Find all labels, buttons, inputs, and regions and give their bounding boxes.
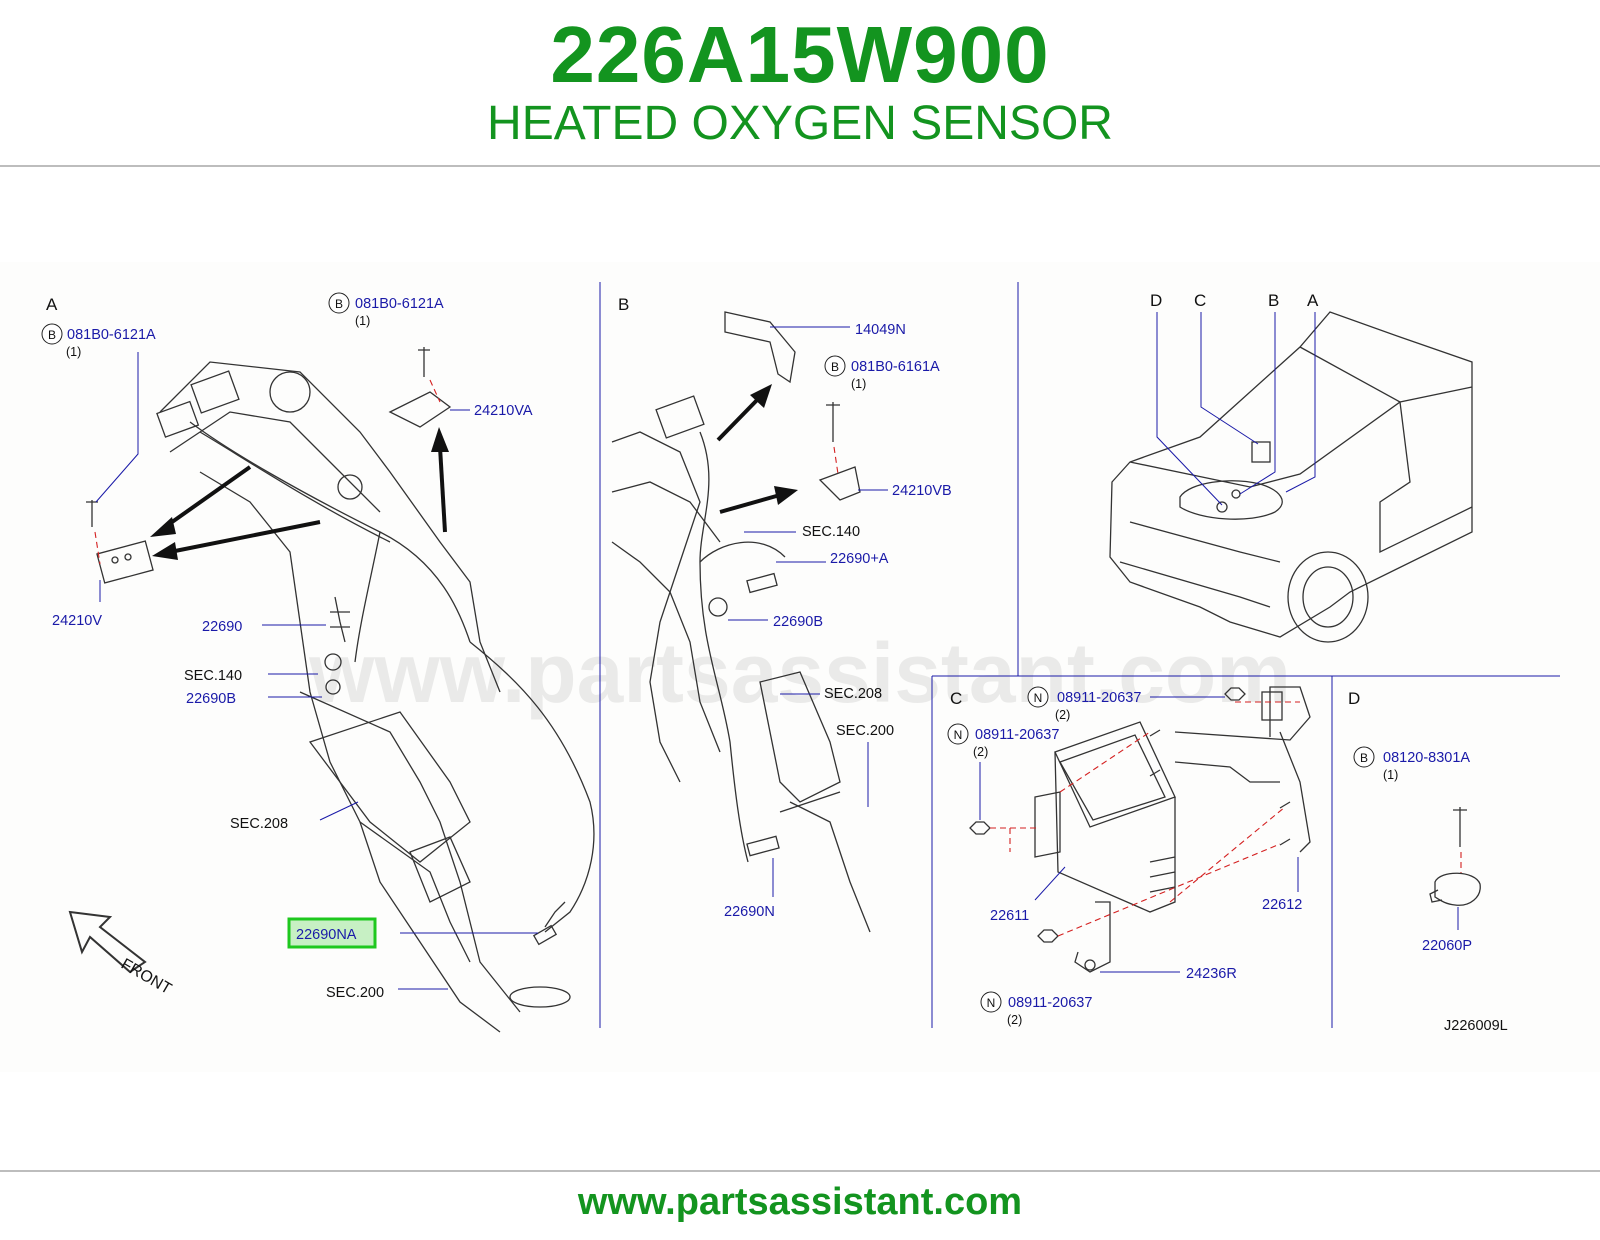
bolt-badge-b: B (335, 297, 343, 311)
leader-b (1239, 312, 1276, 495)
bolt-badge-b: B (48, 328, 56, 342)
highlighted-part-label[interactable]: 22690NA (296, 927, 357, 943)
svg-text:SEC.208[interactable]: SEC.208 (824, 686, 882, 702)
location-letter-b: B (1268, 291, 1279, 310)
callout-quantity: (2) (1007, 1013, 1022, 1027)
panel-b: B (611, 295, 952, 933)
bolt-badge-b: B (1360, 751, 1368, 765)
callout-08120-8301a[interactable]: B 08120-8301A (1) (1353, 746, 1470, 782)
callout-quantity: (2) (973, 745, 988, 759)
label-22690n[interactable]: 22690N (724, 858, 775, 920)
leader-c (1200, 312, 1259, 445)
parts-diagram: www.partsassistant.com A (0, 262, 1600, 1072)
nut-badge-n: N (1034, 691, 1043, 705)
label-sec-140-b[interactable]: SEC.140 (744, 524, 860, 540)
label-22690b-a[interactable]: 22690B (186, 691, 322, 707)
svg-text:22612[interactable]: 22612 (1262, 897, 1302, 913)
panel-d: D B 08120-8301A (1) 22060P J226009L (1348, 689, 1508, 1034)
svg-text:SEC.200[interactable]: SEC.200 (326, 985, 384, 1001)
callout-quantity: (1) (1383, 768, 1398, 782)
svg-text:22690[interactable]: 22690 (202, 619, 242, 635)
highlighted-part-22690na[interactable]: 22690NA (287, 917, 538, 949)
engine-drawing-a (68, 347, 595, 1033)
location-letter-d: D (1150, 291, 1162, 310)
watermark: www.partsassistant.com (308, 626, 1291, 720)
ecm-drawing (969, 686, 1311, 973)
svg-text:22690B[interactable]: 22690B (186, 691, 236, 707)
callout-08911-20637-bottom[interactable]: N 08911-20637 (2) (980, 991, 1092, 1027)
label-22690b-b[interactable]: 22690B (728, 614, 823, 630)
callout-part-number[interactable]: 081B0-6121A (355, 296, 444, 312)
drawing-code: J226009L (1444, 1018, 1508, 1034)
label-22690[interactable]: 22690 (202, 619, 326, 635)
callout-part-number[interactable]: 081B0-6161A (851, 359, 940, 375)
callout-quantity: (1) (851, 377, 866, 391)
leader-a (1285, 312, 1316, 493)
callout-part-number[interactable]: 08120-8301A (1383, 750, 1470, 766)
label-24210v[interactable]: 24210V (52, 580, 102, 629)
label-22690-plus-a[interactable]: 22690+A (776, 551, 889, 567)
svg-text:SEC.200[interactable]: SEC.200 (836, 723, 894, 739)
panel-b-letter: B (618, 295, 629, 314)
svg-text:SEC.140[interactable]: SEC.140 (802, 524, 860, 540)
knock-sensor-drawing (1429, 807, 1481, 930)
leader-d (1156, 312, 1223, 506)
label-sec-200-b[interactable]: SEC.200 (836, 723, 894, 807)
indicator-arrows-b (716, 384, 798, 514)
svg-text:22611[interactable]: 22611 (990, 908, 1029, 924)
callout-part-number[interactable]: 08911-20637 (1008, 995, 1092, 1011)
engine-drawing-b (611, 311, 871, 933)
bolt-badge-b: B (831, 360, 839, 374)
svg-text:24210VB[interactable]: 24210VB (892, 483, 952, 499)
label-24210vb[interactable]: 24210VB (858, 483, 952, 499)
location-letter-a: A (1307, 291, 1319, 310)
vehicle-location-view: D C B A (1109, 291, 1473, 643)
panel-c-letter: C (950, 689, 962, 708)
part-name-subtitle: HEATED OXYGEN SENSOR (487, 97, 1113, 150)
panel-d-letter: D (1348, 689, 1360, 708)
callout-08911-20637-top[interactable]: N 08911-20637 (2) (1027, 686, 1225, 722)
label-sec-140-a[interactable]: SEC.140 (184, 668, 318, 684)
label-sec-208-a[interactable]: SEC.208 (230, 801, 359, 832)
callout-081b0-6121a-left[interactable]: B 081B0-6121A (1) (41, 323, 156, 503)
svg-text:24236R[interactable]: 24236R (1186, 966, 1237, 982)
svg-text:24210V[interactable]: 24210V (52, 613, 102, 629)
indicator-arrows-a (150, 427, 449, 560)
label-22611[interactable]: 22611 (990, 866, 1066, 924)
part-number-title: 226A15W900 (550, 10, 1050, 99)
vehicle-drawing (1109, 311, 1473, 643)
svg-text:SEC.208[interactable]: SEC.208 (230, 816, 288, 832)
footer-url[interactable]: www.partsassistant.com (577, 1181, 1023, 1223)
panel-c: C N 08911- (947, 686, 1311, 1027)
svg-text:14049N[interactable]: 14049N (855, 322, 906, 338)
callout-quantity: (1) (355, 314, 370, 328)
label-24210va[interactable]: 24210VA (450, 403, 533, 419)
footer-divider (0, 1170, 1600, 1172)
label-14049n[interactable]: 14049N (770, 322, 906, 338)
callout-quantity: (1) (66, 345, 81, 359)
svg-text:22690+A[interactable]: 22690+A (830, 551, 889, 567)
label-sec-208-b[interactable]: SEC.208 (780, 686, 882, 702)
nut-badge-n: N (987, 996, 996, 1010)
label-sec-200-a[interactable]: SEC.200 (326, 985, 448, 1001)
header-divider (0, 165, 1600, 167)
svg-text:24210VA[interactable]: 24210VA (474, 403, 533, 419)
nut-badge-n: N (954, 728, 963, 742)
callout-quantity: (2) (1055, 708, 1070, 722)
callout-part-number[interactable]: 081B0-6121A (67, 327, 156, 343)
panel-a-letter: A (46, 295, 58, 314)
svg-text:SEC.140[interactable]: SEC.140 (184, 668, 242, 684)
callout-08911-20637-left[interactable]: N 08911-20637 (2) (947, 723, 1059, 820)
location-letter-c: C (1194, 291, 1206, 310)
callout-081b0-6121a-top[interactable]: B 081B0-6121A (1) (328, 292, 444, 328)
label-22060p[interactable]: 22060P (1422, 938, 1472, 954)
callout-part-number[interactable]: 08911-20637 (1057, 690, 1141, 706)
callout-081b0-6161a[interactable]: B 081B0-6161A (1) (824, 355, 940, 391)
svg-text:22690B[interactable]: 22690B (773, 614, 823, 630)
svg-text:22690N[interactable]: 22690N (724, 904, 775, 920)
callout-part-number[interactable]: 08911-20637 (975, 727, 1059, 743)
label-24236r[interactable]: 24236R (1100, 966, 1237, 982)
label-22612[interactable]: 22612 (1262, 857, 1302, 913)
